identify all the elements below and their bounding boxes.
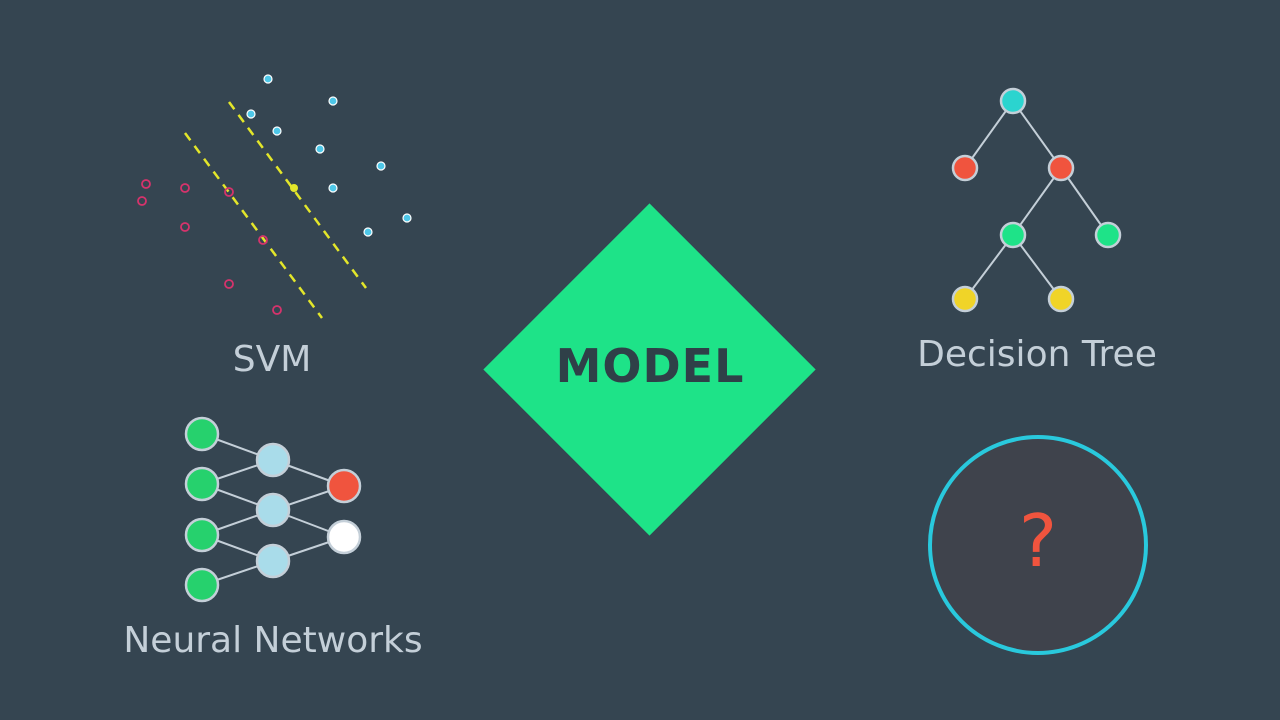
tree-root-node bbox=[999, 87, 1027, 115]
tree-edge bbox=[1060, 167, 1109, 236]
svm-point-class-a bbox=[224, 187, 234, 197]
svm-point-class-a bbox=[141, 179, 151, 189]
svm-point-class-b bbox=[272, 126, 282, 136]
tree-leaf-node bbox=[951, 285, 979, 313]
svm-point-class-a bbox=[180, 183, 190, 193]
svm-point-class-b bbox=[376, 161, 386, 171]
tree-edge bbox=[964, 100, 1014, 169]
mystery-model-circle bbox=[928, 435, 1148, 655]
svm-label: SVM bbox=[232, 339, 312, 380]
tree-node bbox=[999, 221, 1027, 249]
tree-leaf-node bbox=[1047, 285, 1075, 313]
svm-margin-line bbox=[227, 101, 368, 289]
svm-point-class-a bbox=[180, 222, 190, 232]
question-mark-icon: ? bbox=[1018, 499, 1058, 583]
nn-hidden-node bbox=[255, 492, 291, 528]
svm-point-class-b bbox=[263, 74, 273, 84]
svm-point-class-b bbox=[328, 183, 338, 193]
tree-edge bbox=[964, 234, 1014, 300]
tree-edge bbox=[1012, 234, 1062, 300]
svm-point-class-b bbox=[246, 109, 256, 119]
decision-tree-label: Decision Tree bbox=[917, 334, 1157, 375]
nn-input-node bbox=[184, 567, 220, 603]
svm-point-class-b bbox=[315, 144, 325, 154]
tree-split-node bbox=[951, 154, 979, 182]
svm-point-class-a bbox=[272, 305, 282, 315]
tree-split-node bbox=[1047, 154, 1075, 182]
nn-input-node bbox=[184, 466, 220, 502]
svm-point-class-a bbox=[137, 196, 147, 206]
svm-margin-line bbox=[183, 132, 324, 319]
nn-input-node bbox=[184, 416, 220, 452]
tree-edge bbox=[1012, 100, 1062, 169]
neural-networks-label: Neural Networks bbox=[123, 620, 423, 661]
nn-hidden-node bbox=[255, 543, 291, 579]
svm-point-class-b bbox=[363, 227, 373, 237]
nn-output-node bbox=[326, 468, 362, 504]
nn-output-node bbox=[326, 519, 362, 555]
svm-point-class-b bbox=[402, 213, 412, 223]
model-label: MODEL bbox=[555, 339, 745, 393]
svm-point-class-a bbox=[224, 279, 234, 289]
tree-node bbox=[1094, 221, 1122, 249]
svm-support-vector bbox=[290, 184, 298, 192]
tree-edge bbox=[1012, 167, 1062, 236]
nn-input-node bbox=[184, 517, 220, 553]
svm-point-class-a bbox=[258, 235, 268, 245]
svm-point-class-b bbox=[328, 96, 338, 106]
nn-hidden-node bbox=[255, 442, 291, 478]
